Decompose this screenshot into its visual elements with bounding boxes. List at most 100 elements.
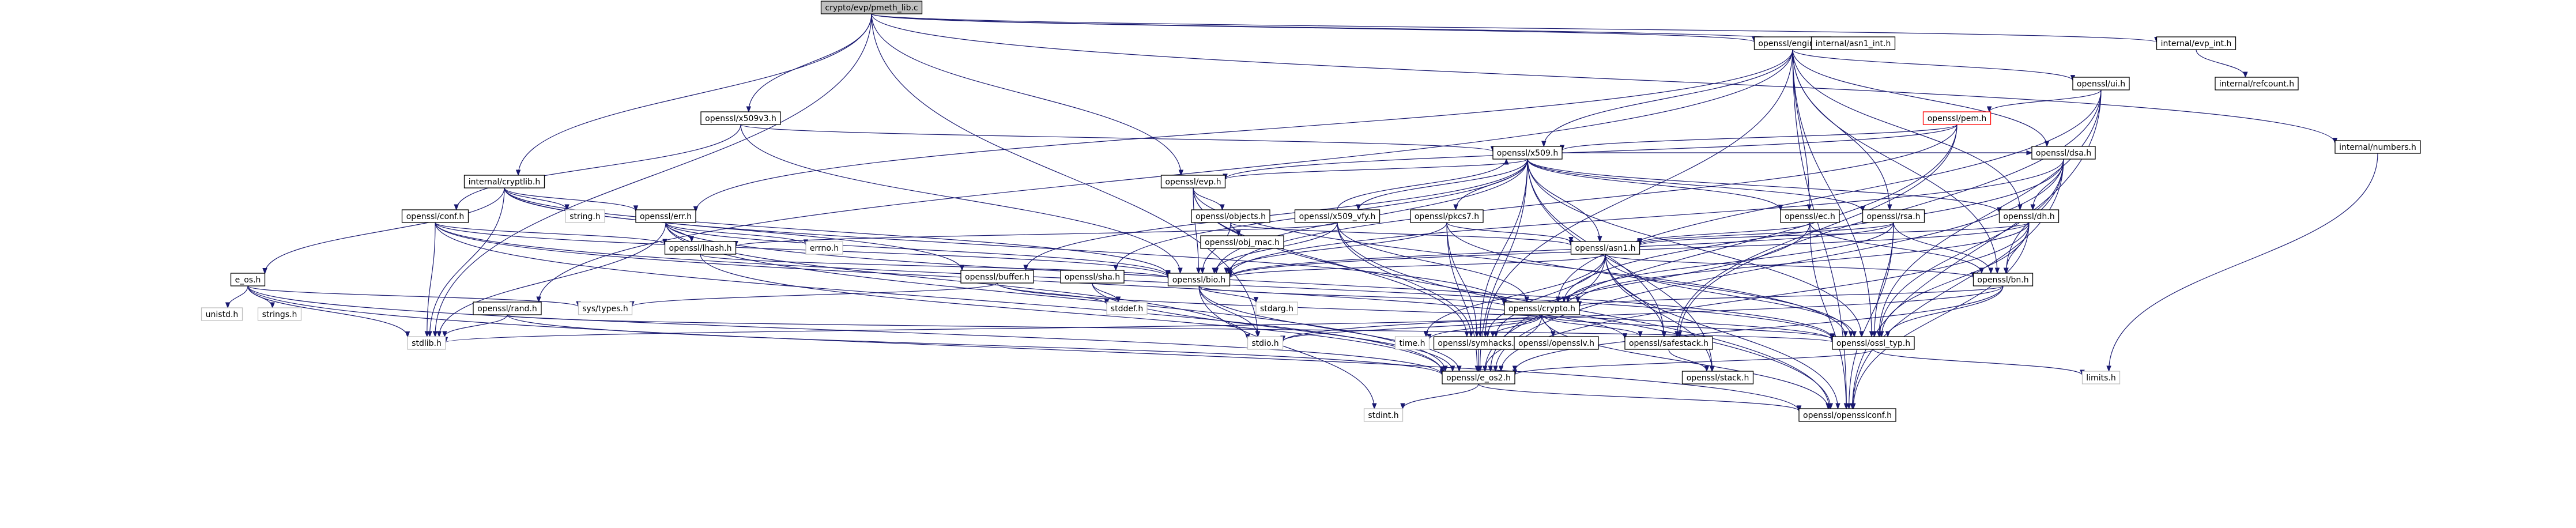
dependency-edge [1446, 222, 1851, 337]
graph-node-openssl-x509-vfy-h[interactable]: openssl/x509_vfy.h [1294, 209, 1381, 223]
node-box [1160, 175, 1226, 188]
graph-node-internal-cryptlib-h[interactable]: internal/cryptlib.h [463, 175, 545, 188]
graph-node-internal-asn1-int-h[interactable]: internal/asn1_int.h [1811, 36, 1896, 50]
graph-node-openssl-dh-h[interactable]: openssl/dh.h [1998, 209, 2060, 223]
dependency-edge [1792, 49, 1998, 274]
graph-node-openssl-e-os2-h[interactable]: openssl/e_os2.h [1442, 371, 1515, 384]
graph-node-openssl-pem-h[interactable]: openssl/pem.h [1922, 111, 1992, 125]
graph-node-openssl-opensslv-h[interactable]: openssl/opensslv.h [1514, 336, 1599, 350]
graph-node-openssl-buffer-h[interactable]: openssl/buffer.h [960, 270, 1034, 284]
dependency-edge [435, 222, 1169, 278]
arrow-head-icon [1464, 331, 1469, 338]
arrow-head-icon [1778, 205, 1783, 212]
dependency-edge [1879, 159, 2064, 337]
node-box [1514, 336, 1599, 350]
graph-node-openssl-rsa-h[interactable]: openssl/rsa.h [1862, 209, 1925, 223]
dependency-edge [1887, 285, 2004, 337]
graph-node-openssl-x509-h[interactable]: openssl/x509.h [1492, 146, 1563, 160]
arrow-head-icon [1555, 296, 1561, 303]
graph-node-e-os-h[interactable]: e_os.h [230, 273, 266, 286]
graph-node-openssl-symhacks-h[interactable]: openssl/symhacks.h [1433, 336, 1524, 350]
dependency-edge [1446, 222, 1477, 337]
dependency-edge [1852, 159, 2064, 409]
graph-node-openssl-crypto-h[interactable]: openssl/crypto.h [1504, 301, 1580, 315]
graph-node-openssl-stack-h[interactable]: openssl/stack.h [1681, 371, 1754, 384]
node-box [473, 301, 542, 315]
node-label: openssl/bio.h [1172, 276, 1226, 285]
graph-node-openssl-ec-h[interactable]: openssl/ec.h [1780, 209, 1840, 223]
dependency-edge [740, 124, 1493, 152]
graph-node-openssl-pkcs7-h[interactable]: openssl/pkcs7.h [1410, 209, 1484, 223]
graph-node-openssl-lhash-h[interactable]: openssl/lhash.h [664, 241, 737, 255]
arrow-head-icon [1498, 365, 1504, 372]
arrow-head-icon [1255, 331, 1261, 338]
node-label: openssl/dh.h [2003, 212, 2054, 221]
node-box [2031, 146, 2096, 160]
graph-node-root: crypto/evp/pmeth_lib.c [820, 1, 923, 14]
arrow-head-icon [1113, 265, 1118, 271]
graph-node-internal-numbers-h[interactable]: internal/numbers.h [2334, 140, 2421, 154]
node-box [1167, 273, 1231, 286]
dependency-edge [1792, 49, 2020, 210]
node-label: openssl/x509_vfy.h [1299, 212, 1376, 221]
node-box [565, 209, 605, 223]
dependency-edge [1989, 89, 2102, 112]
dependency-edge [507, 314, 1443, 376]
arrow-head-icon [1253, 297, 1259, 303]
graph-node-openssl-safestack-h[interactable]: openssl/safestack.h [1624, 336, 1713, 350]
dependency-edge [1541, 314, 1829, 409]
graph-node-internal-evp-int-h[interactable]: internal/evp_int.h [2156, 36, 2236, 50]
arrow-head-icon [1704, 365, 1710, 372]
dependency-edge [445, 314, 1542, 343]
graph-node-internal-refcount-h[interactable]: internal/refcount.h [2215, 77, 2299, 90]
node-box [1363, 408, 1404, 422]
graph-node-limits-h: limits.h [2081, 371, 2121, 384]
graph-node-openssl-dsa-h[interactable]: openssl/dsa.h [2031, 146, 2096, 160]
arrow-head-icon [1493, 365, 1498, 372]
graph-node-openssl-ui-h[interactable]: openssl/ui.h [2072, 77, 2130, 90]
node-label: openssl/dsa.h [2036, 149, 2091, 158]
graph-node-openssl-sha-h[interactable]: openssl/sha.h [1060, 270, 1125, 284]
arrow-head-icon [1859, 331, 1864, 338]
dependency-edge [1851, 89, 2102, 409]
graph-node-openssl-ossl-typ-h[interactable]: openssl/ossl_typ.h [1832, 336, 1915, 350]
arrow-head-icon [1876, 331, 1882, 338]
graph-node-openssl-rand-h[interactable]: openssl/rand.h [473, 301, 542, 315]
graph-node-stdint-h: stdint.h [1363, 408, 1404, 422]
arrow-head-icon [1988, 267, 1994, 274]
arrow-head-icon [454, 204, 459, 211]
arrow-head-icon [1356, 204, 1361, 211]
dependency-edge [1792, 49, 2047, 147]
graph-node-openssl-conf-h[interactable]: openssl/conf.h [401, 209, 469, 223]
arrow-head-icon [1710, 365, 1715, 372]
dependency-edge [1567, 222, 1894, 303]
dependency-edge [1639, 222, 1811, 244]
node-label: openssl/rsa.h [1866, 212, 1920, 221]
graph-node-openssl-x509v3-h[interactable]: openssl/x509v3.h [700, 111, 781, 125]
node-box [407, 336, 446, 350]
arrow-head-icon [1236, 230, 1241, 237]
dependency-edge [1792, 49, 2073, 81]
dependency-edge [1226, 222, 1447, 274]
graph-node-openssl-opensslconf-h[interactable]: openssl/opensslconf.h [1798, 408, 1896, 422]
arrow-head-icon [1474, 365, 1480, 372]
graph-node-openssl-objects-h[interactable]: openssl/objects.h [1191, 209, 1270, 223]
graph-edges [225, 13, 2378, 412]
node-box [664, 241, 737, 255]
node-label: openssl/symhacks.h [1438, 339, 1519, 348]
graph-node-openssl-bn-h[interactable]: openssl/bn.h [1972, 273, 2034, 286]
graph-node-openssl-err-h[interactable]: openssl/err.h [635, 209, 696, 223]
arrow-head-icon [1372, 403, 1377, 410]
dependency-edge [871, 13, 1258, 337]
graph-node-openssl-bio-h[interactable]: openssl/bio.h [1167, 273, 1231, 286]
node-box [1394, 336, 1430, 350]
node-label: openssl/ossl_typ.h [1836, 339, 1910, 348]
graph-node-openssl-obj-mac-h[interactable]: openssl/obj_mac.h [1200, 235, 1284, 249]
arrow-head-icon [2003, 267, 2009, 274]
dependency-edge [1487, 254, 1606, 337]
node-box [1998, 209, 2060, 223]
graph-node-openssl-evp-h[interactable]: openssl/evp.h [1160, 175, 1226, 188]
node-box [1780, 209, 1840, 223]
graph-node-openssl-asn1-h[interactable]: openssl/asn1.h [1570, 241, 1640, 255]
